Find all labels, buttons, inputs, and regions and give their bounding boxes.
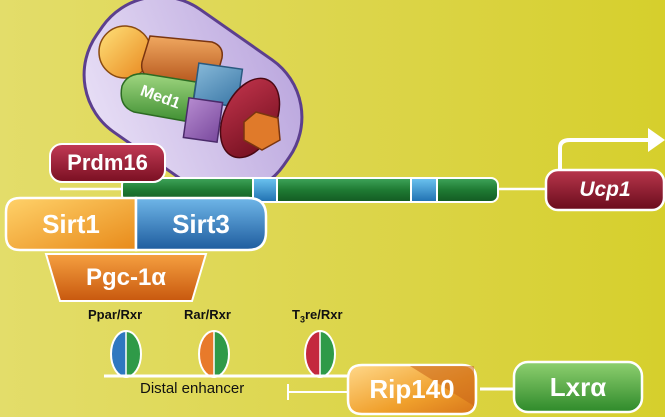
lxra-label: Lxrα (549, 371, 607, 402)
rip140-label: Rip140 (369, 374, 455, 404)
sirt3-label: Sirt3 (172, 208, 230, 239)
dna-blue-segment (410, 177, 438, 203)
ucp1-box (544, 168, 665, 212)
sirt3-box (134, 196, 268, 252)
t3re-subscript: 3 (299, 314, 305, 325)
t3re-prefix: T (292, 307, 300, 322)
dna-strand (60, 177, 548, 203)
ppar-rxr-label: Ppar/Rxr (88, 307, 143, 322)
pgc1a-label: Pgc-1α (85, 263, 167, 291)
pgc1a-box (44, 253, 208, 302)
lxra-box (512, 360, 644, 414)
sirt1-label: Sirt1 (42, 208, 100, 239)
hexagon-ligand-icon (243, 111, 281, 151)
sirt1-box (4, 196, 138, 252)
distal-enhancer-line (104, 374, 516, 400)
purple-subunit (182, 96, 224, 144)
ucp1-label: Ucp1 (579, 178, 631, 201)
rar-rxr-label: Rar/Rxr (184, 307, 231, 322)
dna-blue-segment (252, 177, 278, 203)
t3re-suffix: re/Rxr (304, 307, 343, 322)
transcription-arrow-icon (558, 128, 665, 174)
t3re-rxr-label: T3re/Rxr (292, 307, 343, 325)
prdm16-box (49, 143, 166, 183)
receptor-dimers (110, 330, 336, 378)
prdm16-label: Prdm16 (67, 150, 148, 175)
distal-enhancer-label: Distal enhancer (140, 380, 245, 397)
